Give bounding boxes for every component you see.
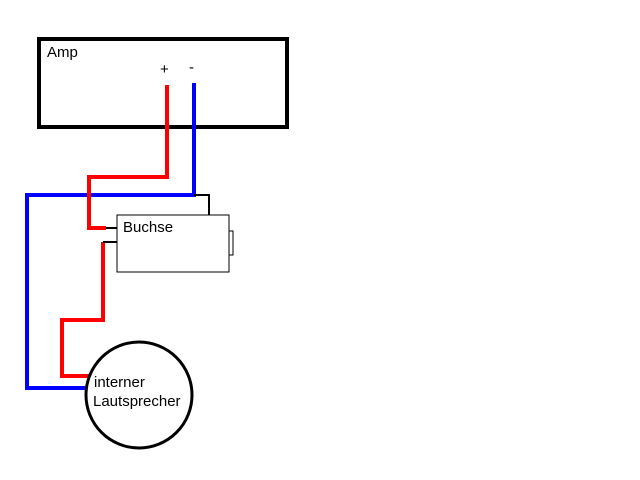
positive-wire-amp-to-jack (87, 85, 169, 230)
jack-ground-lead (194, 194, 210, 215)
amp-minus-terminal-label: - (189, 59, 194, 76)
speaker-label-line1: interner (94, 374, 145, 391)
jack-box (116, 214, 230, 273)
speaker-circle (84, 340, 194, 450)
amp-label: Amp (47, 44, 78, 61)
jack-label: Buchse (123, 219, 173, 236)
negative-wire (25, 83, 196, 390)
jack-socket-tab (228, 230, 234, 256)
speaker-label-line2: Lautsprecher (93, 393, 181, 410)
positive-wire-jack-to-speaker (60, 242, 105, 378)
amp-plus-terminal-label: + (160, 61, 169, 78)
amp-box (37, 37, 289, 129)
